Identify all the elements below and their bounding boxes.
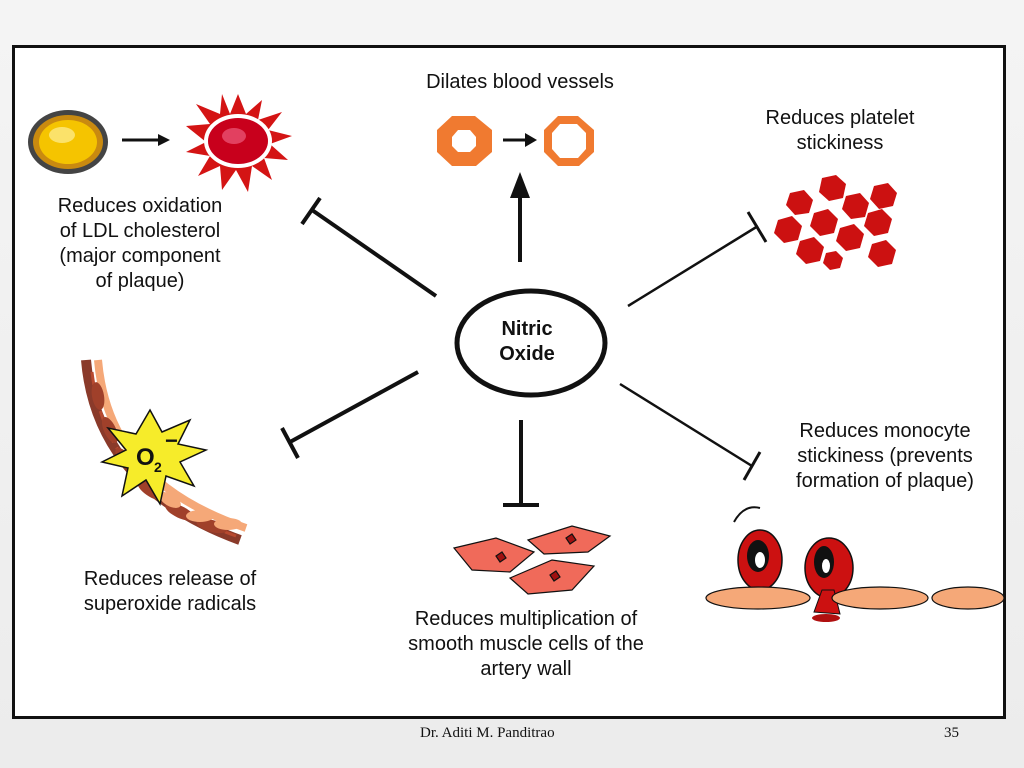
superoxide-charge: − <box>165 428 178 453</box>
label-monocyte: Reduces monocyte stickiness (prevents fo… <box>796 420 974 492</box>
monocyte-adhesion-icon <box>705 506 1005 622</box>
vessel-constricted-icon <box>437 116 492 166</box>
platelet-cluster-icon <box>774 175 897 270</box>
label-oxidation: Reduces oxidation of LDL cholesterol (ma… <box>57 195 223 292</box>
ldl-particle-icon <box>28 110 108 174</box>
label-platelet: Reduces platelet stickiness <box>765 107 915 154</box>
label-superoxide: Reduces release of superoxide radicals <box>83 568 257 615</box>
oxidized-ldl-icon <box>186 94 292 192</box>
superoxide-subscript: 2 <box>154 459 162 475</box>
superoxide-symbol: O <box>136 444 155 471</box>
nitric-oxide-label-line2: Oxide <box>499 343 555 365</box>
nitric-oxide-node <box>454 288 608 398</box>
inhibit-to-superoxide <box>280 370 419 459</box>
label-smooth-muscle: Reduces multiplication of smooth muscle … <box>408 608 644 680</box>
superoxide-star-icon: O 2 − <box>99 408 209 507</box>
nitric-oxide-label-line1: Nitric <box>501 318 552 340</box>
label-dilates: Dilates blood vessels <box>426 71 614 93</box>
inhibit-to-smooth-muscle <box>503 420 539 507</box>
inhibit-to-oxidation <box>300 196 438 298</box>
inhibit-to-platelet <box>627 211 768 308</box>
dilate-arrow-icon <box>503 133 537 147</box>
vessel-dilated-icon <box>544 116 594 166</box>
smooth-muscle-cells-icon <box>452 525 612 595</box>
arrow-to-dilates <box>510 172 530 262</box>
footer-author: Dr. Aditi M. Panditrao <box>420 725 555 741</box>
ldl-arrow-icon <box>122 134 170 146</box>
inhibit-to-monocyte <box>619 382 762 481</box>
page-number: 35 <box>944 725 959 741</box>
